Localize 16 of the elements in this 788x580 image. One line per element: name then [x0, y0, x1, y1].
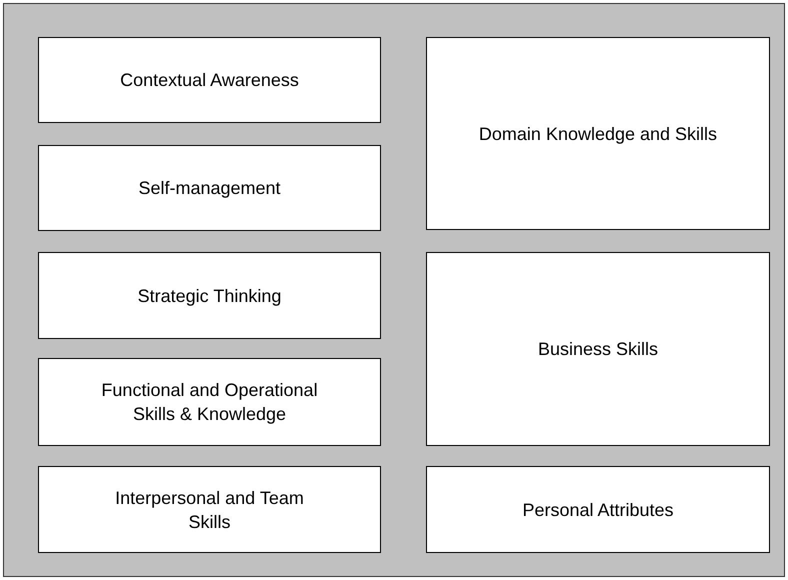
- box-label: Interpersonal and Team Skills: [114, 486, 305, 534]
- text-box: [38, 145, 381, 231]
- text-box: [38, 358, 381, 446]
- text-box: [38, 466, 381, 553]
- box-label: Self-management: [138, 177, 281, 200]
- text-box: [38, 252, 381, 339]
- box-label: Business Skills: [538, 338, 658, 361]
- text-box: [38, 37, 381, 123]
- box-label: Personal Attributes: [522, 498, 674, 522]
- box-label: Domain Knowledge and Skills: [478, 122, 718, 146]
- text-box: [426, 466, 770, 553]
- text-box: [426, 252, 770, 446]
- box-label: Strategic Thinking: [138, 284, 282, 308]
- box-label: Contextual Awareness: [120, 69, 299, 92]
- text-box: [426, 37, 770, 230]
- box-label: Functional and Operational Skills & Knowledge: [100, 379, 319, 426]
